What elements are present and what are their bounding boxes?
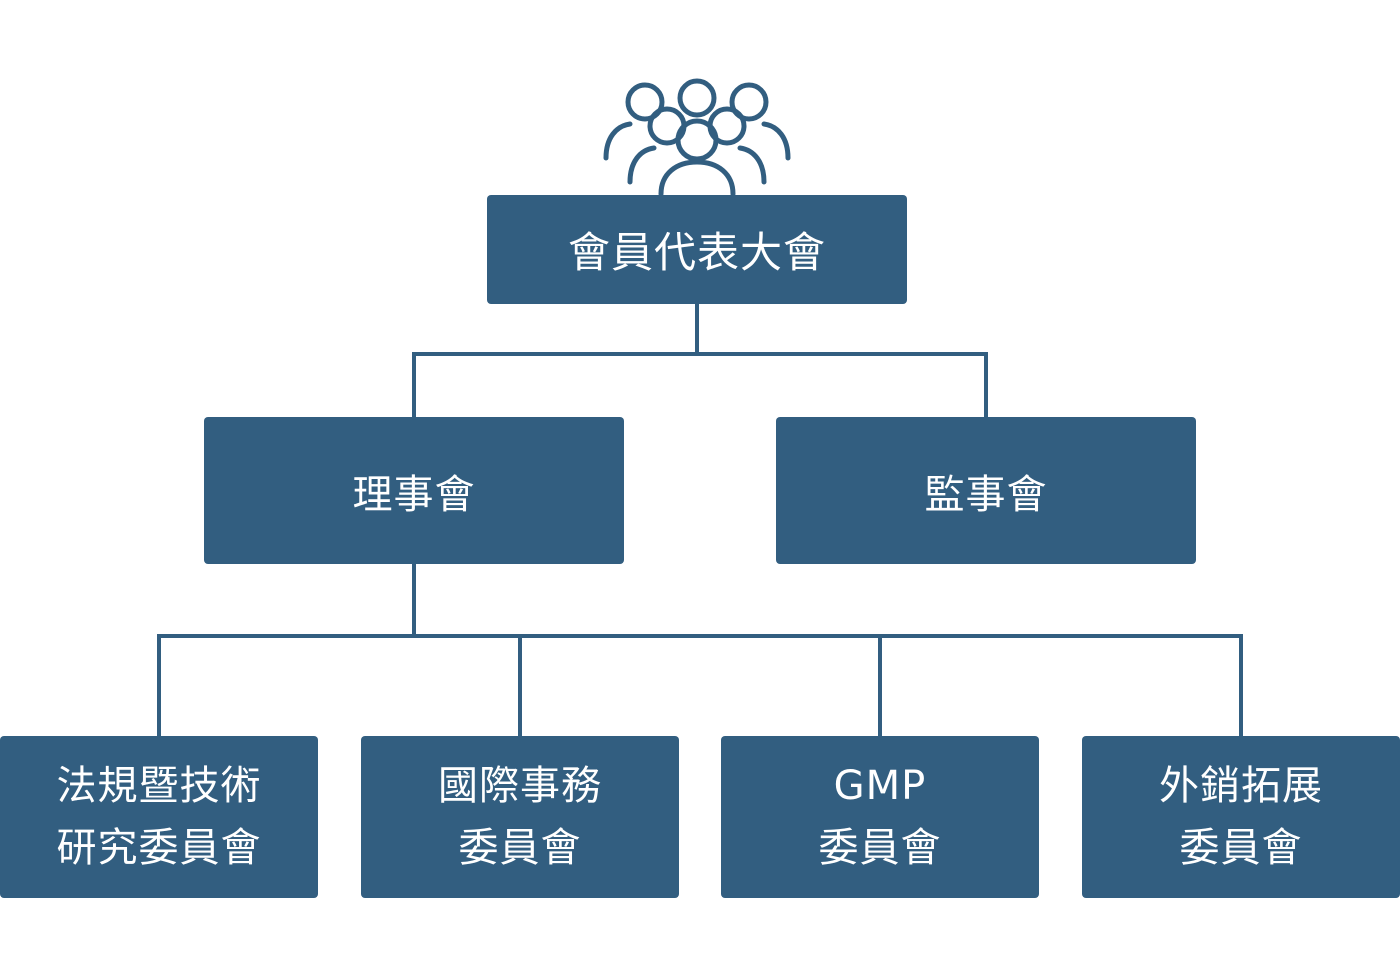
committee-box-gmp: GMP 委員會 [721,736,1039,898]
committee-label-line2: 委員會 [818,825,942,871]
committee-label-line1: 外銷拓展 [1159,763,1323,809]
committee-label-line1: 國際事務 [438,763,602,809]
committee-label-line2: 委員會 [458,825,582,871]
committee-label-line1: GMP [833,763,927,809]
board-of-supervisors-label: 監事會 [924,471,1048,518]
committee-label-line1: 法規暨技術 [56,763,262,809]
committee-label-line2: 研究委員會 [56,825,262,871]
members-assembly-label: 會員代表大會 [567,228,826,277]
committee-label-line2: 委員會 [1179,825,1303,871]
board-of-directors-box: 理事會 [204,417,624,564]
members-assembly-box: 會員代表大會 [487,195,907,304]
committee-box-export: 外銷拓展 委員會 [1082,736,1400,898]
board-of-supervisors-box: 監事會 [776,417,1196,564]
group-people-icon [603,78,791,196]
board-of-directors-label: 理事會 [352,471,476,518]
committee-box-regulatory: 法規暨技術 研究委員會 [0,736,318,898]
committee-box-international: 國際事務 委員會 [361,736,679,898]
